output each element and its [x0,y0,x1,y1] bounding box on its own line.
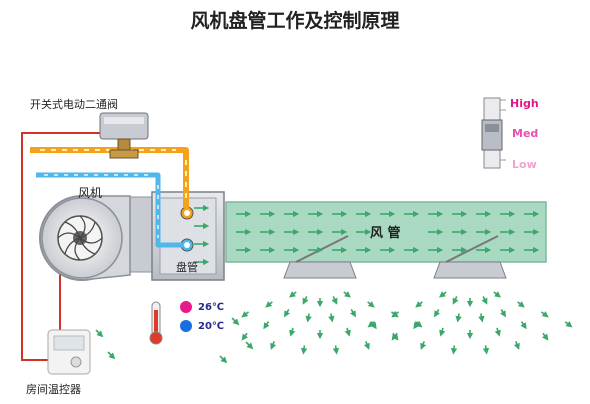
airflow-arrow [455,313,462,323]
airflow-arrow [289,327,296,337]
airflow-arrow [367,301,375,308]
airflow-arrow [494,327,501,337]
cold-temp-dot [180,320,192,332]
thermostat-label: 房间温控器 [26,383,81,396]
thermostat-icon [47,329,91,375]
airflow-arrows [95,204,573,364]
airflow-arrow [481,296,488,305]
airflow-arrow [344,327,351,337]
airflow-arrow [540,311,549,318]
coil-label: 盘管 [176,261,198,274]
airflow-arrow [434,309,441,318]
airflow-arrow [270,340,277,350]
speed-low-label: Low [512,158,537,171]
airflow-arrow [478,313,485,323]
hot-temp-dot [180,301,192,313]
airflow-arrow [517,301,525,308]
airflow-arrow [413,321,420,330]
airflow-arrow [328,313,335,323]
airflow-arrow [513,340,520,350]
hot-temp-label: 26℃ [198,302,225,313]
thermometer-icon [149,301,163,345]
cold-water-pipe [36,172,182,248]
airflow-arrow [520,321,527,330]
valve-label: 开关式电动二通阀 [30,98,118,111]
fan-icon [57,215,103,261]
diffuser-icon [283,235,507,279]
airflow-arrow [302,296,309,305]
airflow-arrow [420,340,427,350]
airflow-arrow [231,317,240,326]
airflow-arrow [450,345,458,355]
airflow-arrow [265,301,273,308]
airflow-arrow [300,345,308,355]
airflow-arrow [452,296,459,305]
airflow-arrow [564,321,573,328]
speed-high-label: High [510,97,539,110]
airflow-arrow [263,321,270,330]
air-duct [225,201,547,263]
speed-med-label: Med [512,127,539,140]
airflow-arrow [284,309,291,318]
airflow-arrow [499,309,506,318]
speed-switch-icon [481,97,506,169]
airflow-arrow [95,329,104,338]
airflow-arrow [439,327,446,337]
airflow-arrow [241,332,248,341]
airflow-arrow [391,311,400,318]
airflow-arrow [332,345,340,355]
airflow-arrow [482,345,490,355]
airflow-arrow [288,291,297,298]
duct-label: 风 管 [370,226,401,241]
airflow-arrow [349,309,356,318]
airflow-arrow [438,291,447,298]
airflow-arrow [331,296,338,305]
airflow-arrow [107,351,116,360]
airflow-arrow [305,313,312,323]
airflow-arrow [493,291,502,298]
airflow-arrow [219,355,228,364]
fan-label: 风机 [78,186,103,200]
airflow-arrow [542,332,549,341]
airflow-arrow [391,332,398,341]
diagram-title: 风机盘管工作及控制原理 [190,10,400,32]
valve-icon [99,112,149,159]
airflow-arrow [241,311,250,318]
hot-water-pipe [30,147,189,208]
airflow-arrow [343,291,352,298]
airflow-arrow [363,340,370,350]
cold-temp-label: 20℃ [198,321,225,332]
airflow-arrow [245,341,254,350]
airflow-arrow [415,301,423,308]
fan-unit [39,195,156,281]
airflow-arrow [367,321,376,328]
